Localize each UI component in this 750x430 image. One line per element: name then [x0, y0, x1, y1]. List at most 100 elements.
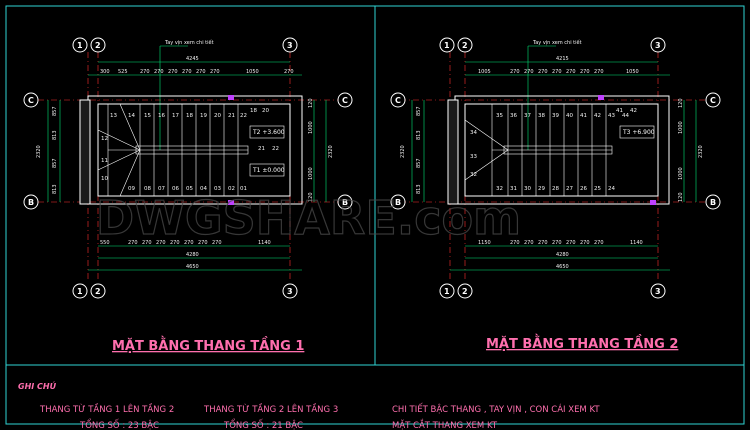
- dim-value: 270: [170, 240, 180, 246]
- dim-value: 270: [182, 69, 192, 75]
- step-number: 26: [580, 186, 587, 192]
- step-number: 22: [272, 146, 279, 152]
- step-number: 28: [552, 186, 559, 192]
- step-number: 01: [240, 186, 247, 192]
- dim-bottom-total: 4280: [186, 252, 199, 258]
- step-number: 14: [128, 113, 135, 119]
- dim-left-total: 2320: [400, 145, 406, 158]
- dim-value: 270: [212, 240, 222, 246]
- step-number: 18: [250, 108, 257, 114]
- axis-label: 2: [95, 41, 101, 50]
- level-box: [249, 125, 285, 139]
- step-number: 36: [510, 113, 517, 119]
- step-number: 24: [608, 186, 615, 192]
- axis-label: B: [395, 198, 401, 207]
- step-number: 25: [594, 186, 601, 192]
- dim-value: 270: [196, 69, 206, 75]
- dim-value: 270: [184, 240, 194, 246]
- dim-bottom-row: 1150 270 270 270 270 270 270 270 1140: [478, 240, 643, 246]
- dim-value: 120: [678, 98, 684, 108]
- note-line: TỔNG SỐ : 23 BẬC: [79, 418, 159, 430]
- dim-value: 270: [128, 240, 138, 246]
- step-number: 11: [101, 158, 108, 164]
- step-number: 03: [214, 186, 221, 192]
- step-number: 40: [566, 113, 573, 119]
- axis-labels: 1 2 3 1 2 3 C B C B: [395, 41, 716, 296]
- walls: [447, 95, 670, 205]
- axis-label: 1: [77, 287, 83, 296]
- dim-value: 270: [510, 240, 520, 246]
- axis-label: 3: [287, 41, 293, 50]
- axis-label: B: [28, 198, 34, 207]
- plan-title: MẶT BẰNG THANG TẦNG 1: [112, 336, 304, 354]
- dim-value: 270: [552, 69, 562, 75]
- dim-value: 1050: [246, 69, 259, 75]
- step-number: 12: [101, 136, 108, 142]
- stair-plan-floor-2: T3 +6.900 35 36 37 38 39 40 41 42 43 44 …: [390, 37, 721, 352]
- notes-heading: GHI CHÚ: [18, 380, 57, 391]
- step-number: 37: [524, 113, 531, 119]
- dim-value: 270: [510, 69, 520, 75]
- handrail-note: Tay vịn xem chi tiết: [532, 39, 582, 46]
- step-numbers-bottom: 32 31 30 29 28 27 26 25 24: [496, 186, 615, 192]
- axis-label: 2: [462, 287, 468, 296]
- axis-label: 3: [655, 41, 661, 50]
- dim-value: 270: [580, 240, 590, 246]
- sheet-frame: [5, 5, 745, 425]
- step-numbers-extra: 41 42: [616, 108, 637, 114]
- step-number: 09: [128, 186, 135, 192]
- step-number: 44: [622, 113, 629, 119]
- step-number: 13: [110, 113, 117, 119]
- axis-label: B: [342, 198, 348, 207]
- column-mark: [228, 200, 234, 205]
- axis-label: C: [710, 96, 716, 105]
- step-number: 06: [172, 186, 179, 192]
- dim-value: 270: [566, 240, 576, 246]
- axis-label: 3: [287, 287, 293, 296]
- step-number: 38: [538, 113, 545, 119]
- axis-label: C: [395, 96, 401, 105]
- dim-value: 270: [524, 240, 534, 246]
- step-numbers-top: 13 14 15 16 17 18 19 20 21 22: [110, 113, 247, 119]
- dim-value: 813: [416, 184, 422, 194]
- dim-value: 120: [678, 192, 684, 202]
- dim-value: 1005: [478, 69, 491, 75]
- dim-right-total: 2320: [698, 145, 704, 158]
- step-number: 16: [158, 113, 165, 119]
- level-label: T3 +6.900: [622, 129, 655, 136]
- column-mark: [598, 95, 604, 100]
- step-number: 35: [496, 113, 503, 119]
- dim-left-row: 857 813 857 813: [52, 106, 58, 194]
- step-number: 39: [552, 113, 559, 119]
- dim-left-total: 2320: [36, 145, 42, 158]
- dim-value: 857: [52, 158, 58, 168]
- step-number: 18: [186, 113, 193, 119]
- step-number: 20: [214, 113, 221, 119]
- step-number: 29: [538, 186, 545, 192]
- axis-bubbles: [390, 37, 721, 299]
- dim-value: 120: [308, 192, 314, 202]
- walls: [79, 95, 303, 205]
- dim-value: 270: [552, 240, 562, 246]
- note-line: TỔNG SỐ : 21 BẬC: [223, 418, 303, 430]
- step-number: 43: [608, 113, 615, 119]
- step-numbers-extra: 18 20 21 22: [250, 108, 279, 152]
- axis-label: 3: [655, 287, 661, 296]
- step-numbers-left: 34 33 32: [470, 130, 477, 178]
- dim-value: 270: [594, 69, 604, 75]
- dim-value: 270: [210, 69, 220, 75]
- dimension-lines: [47, 45, 327, 271]
- step-number: 33: [470, 154, 477, 160]
- step-number: 22: [240, 113, 247, 119]
- axis-label: 1: [77, 41, 83, 50]
- dimension-lines: [411, 45, 697, 271]
- step-number: 31: [510, 186, 517, 192]
- step-number: 05: [186, 186, 193, 192]
- dim-value: 270: [140, 69, 150, 75]
- level-label: T2 +3.600: [252, 129, 285, 136]
- step-number: 41: [616, 108, 623, 114]
- step-number: 21: [228, 113, 235, 119]
- axis-label: B: [710, 198, 716, 207]
- column-mark: [228, 95, 234, 100]
- dim-top-total: 4215: [556, 56, 569, 62]
